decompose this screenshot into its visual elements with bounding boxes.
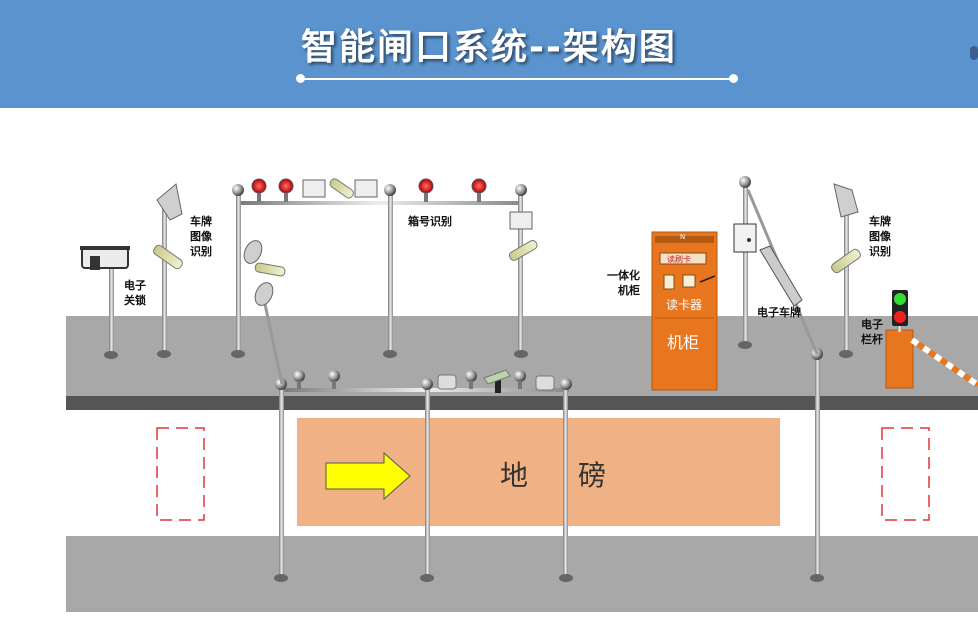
lock-camera: [80, 246, 130, 359]
label-container-id: 箱号识别: [408, 215, 452, 228]
road-upper-edge: [66, 396, 978, 410]
road-lower: [66, 536, 978, 612]
upper-gantry: [231, 178, 538, 358]
electronic-plate-reader: [733, 176, 819, 355]
kiosk-cabinet-label: 机柜: [667, 333, 700, 352]
edge-marker: [970, 46, 978, 60]
scale-label-char1: 地: [500, 459, 529, 492]
barrier-gate: [885, 290, 978, 389]
parking-marker-left: [156, 427, 205, 521]
title-underline: [300, 78, 733, 80]
page-title: 智能闸口系统--架构图: [301, 27, 677, 68]
label-electronic-plate: 电子车牌: [757, 306, 801, 319]
label-barrier: 电子 栏杆: [861, 318, 883, 346]
title-dot-right: [729, 74, 738, 83]
label-kiosk: 一体化 机柜: [607, 269, 640, 297]
kiosk-reader-label: 读卡器: [666, 298, 703, 312]
label-plate-recognition-right: 车牌 图像 识别: [869, 215, 891, 258]
parking-marker-right: [881, 427, 930, 521]
scale-label-char2: 磅: [578, 459, 607, 492]
title-dot-left: [296, 74, 305, 83]
plate-camera-right: [831, 183, 861, 358]
header-banner: 智能闸口系统--架构图: [0, 0, 978, 108]
kiosk-card-label: 读刷卡: [667, 255, 691, 264]
kiosk-top-tag: N: [680, 233, 686, 241]
arrow-icon: [325, 451, 411, 501]
label-plate-recognition-left: 车牌 图像 识别: [190, 215, 212, 258]
kiosk-cabinet: [651, 231, 718, 391]
plate-camera-left: [153, 183, 183, 358]
label-electronic-lock: 电子 关锁: [124, 279, 146, 307]
